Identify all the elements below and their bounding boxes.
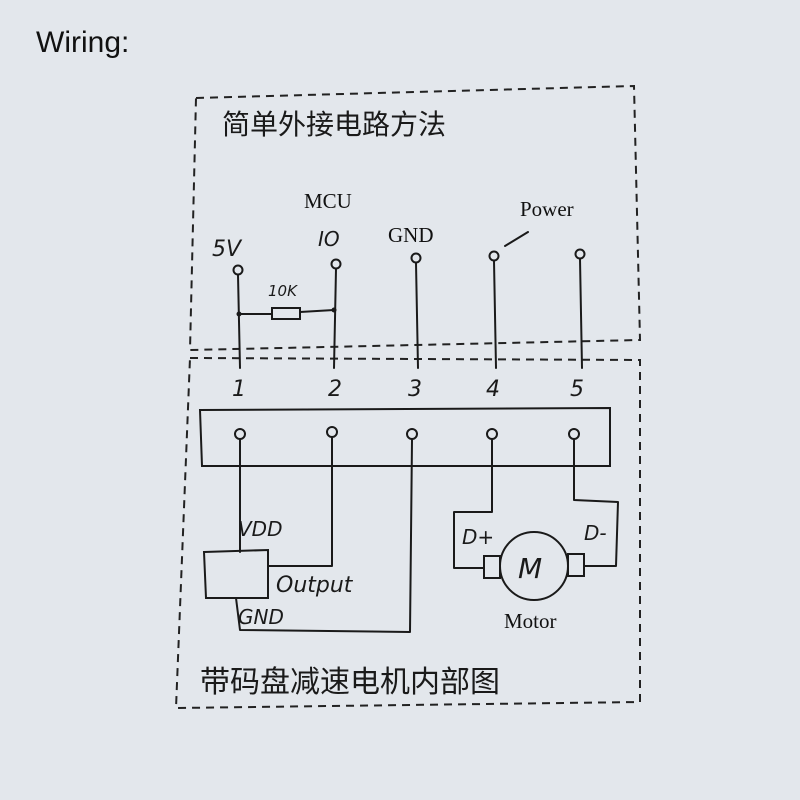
external-circuit-frame (188, 84, 642, 352)
internal-circuit-title: 带码盘减速电机内部图 (200, 665, 500, 700)
terminal-5 (574, 248, 586, 260)
pin-number-5: 5 (570, 377, 584, 402)
connector-hole-4 (486, 428, 498, 440)
connector-hole-3 (406, 428, 418, 440)
wire-pin-2-ext (333, 268, 337, 369)
wire-pin-5-ext (579, 258, 583, 369)
connector-strip (198, 406, 611, 467)
label-mcu-pin: IO (318, 227, 340, 251)
encoder-box (202, 548, 269, 599)
page-heading: Wiring: (36, 26, 129, 59)
motor-symbol: M (518, 552, 542, 585)
pin-number-4: 4 (486, 377, 500, 402)
wire-pin-4-ext (493, 260, 497, 369)
wire-dplus (453, 439, 493, 569)
wire-output (267, 437, 333, 567)
terminal-5v (232, 264, 244, 276)
wire-gnd (235, 439, 413, 633)
terminal-power (488, 250, 500, 262)
connector-hole-1 (234, 428, 246, 440)
internal-circuit-frame (174, 356, 641, 710)
label-dplus: D+ (462, 525, 494, 549)
label-5v: 5V (212, 237, 243, 262)
wire-pin-1-ext (237, 274, 241, 369)
pin-number-1: 1 (232, 377, 246, 402)
wire-dminus (573, 439, 619, 567)
motor-brush-left (483, 555, 501, 579)
external-circuit-title: 简单外接电路方法 (222, 108, 446, 141)
terminal-gnd (410, 252, 422, 264)
label-resistor: 10K (268, 282, 298, 300)
pin-number-2: 2 (328, 377, 342, 402)
label-gnd: GND (388, 223, 434, 247)
label-mcu: MCU (304, 189, 352, 213)
pullup-resistor (271, 307, 301, 320)
label-vdd: VDD (238, 517, 282, 541)
wire-pin-3-ext (415, 262, 419, 369)
junction-5v (236, 311, 242, 317)
motor-brush-right (567, 553, 585, 577)
label-dminus: D- (584, 521, 607, 545)
motor-body (499, 531, 569, 601)
resistor-lead-right (299, 309, 335, 313)
junction-mcu (331, 307, 337, 313)
label-output: Output (276, 573, 354, 598)
label-encoder-gnd: GND (238, 605, 284, 629)
power-switch-stroke (504, 231, 529, 247)
connector-hole-5 (568, 428, 580, 440)
connector-hole-2 (326, 426, 338, 438)
terminal-mcu (330, 258, 342, 270)
label-power: Power (520, 197, 574, 221)
label-motor: Motor (504, 609, 557, 633)
pin-number-3: 3 (408, 377, 422, 402)
